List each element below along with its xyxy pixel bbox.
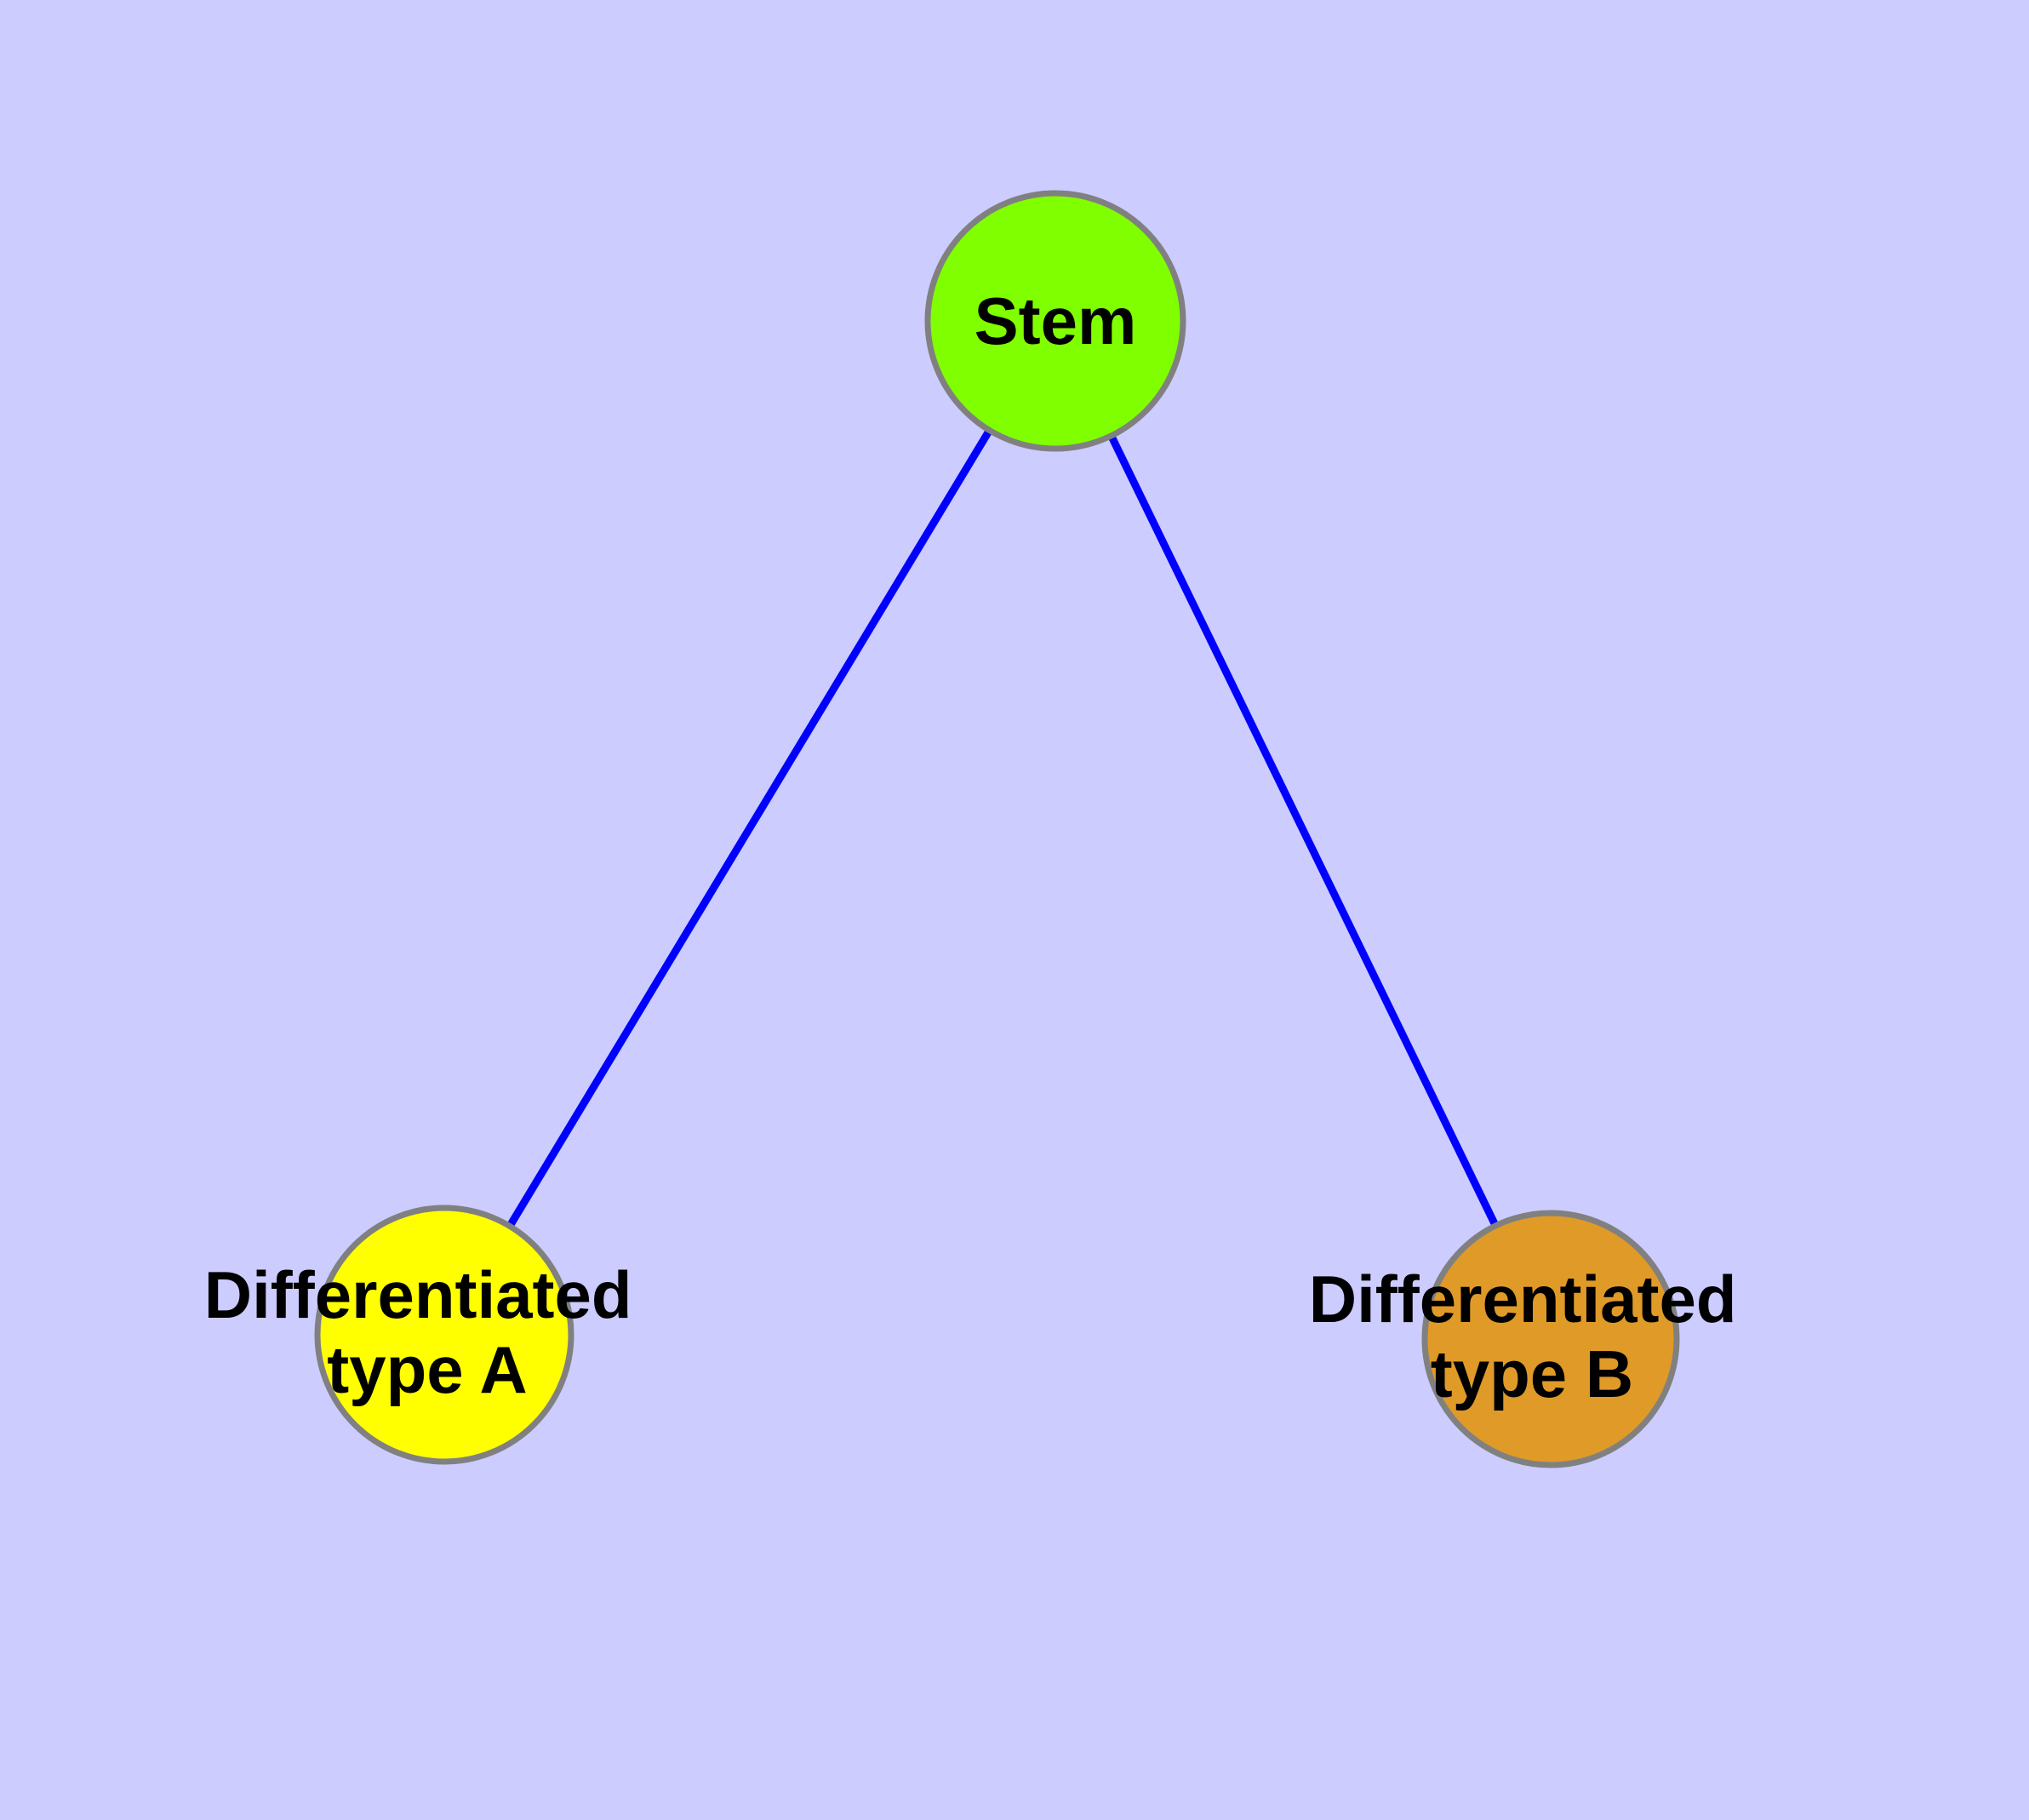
label-layer: Stem Differentiated type A Differentiate… bbox=[204, 283, 1755, 1411]
node-label-diff-type-a: Differentiated type A bbox=[204, 1257, 650, 1407]
edge-stem-to-type-b bbox=[1051, 319, 1555, 1341]
node-label-stem: Stem bbox=[974, 283, 1137, 358]
node-label-stem-line1: Stem bbox=[974, 283, 1137, 358]
node-diff-type-b[interactable] bbox=[1421, 1210, 1680, 1468]
edge-stem-to-type-a bbox=[441, 318, 1059, 1337]
node-diff-type-a[interactable] bbox=[314, 1205, 574, 1465]
node-stem[interactable] bbox=[924, 190, 1186, 452]
node-label-diff-type-b-line2: type B bbox=[1431, 1336, 1633, 1411]
edge-layer bbox=[441, 318, 1555, 1341]
node-circle-diff-type-b[interactable] bbox=[1421, 1210, 1680, 1468]
node-circle-stem[interactable] bbox=[924, 190, 1186, 452]
node-label-diff-type-a-line1: Differentiated bbox=[204, 1257, 632, 1332]
node-label-diff-type-b: Differentiated type B bbox=[1309, 1262, 1755, 1411]
node-label-diff-type-a-line2: type A bbox=[327, 1332, 528, 1407]
node-circle-diff-type-a[interactable] bbox=[314, 1205, 574, 1465]
node-layer bbox=[314, 190, 1680, 1468]
node-label-diff-type-b-line1: Differentiated bbox=[1309, 1262, 1737, 1336]
